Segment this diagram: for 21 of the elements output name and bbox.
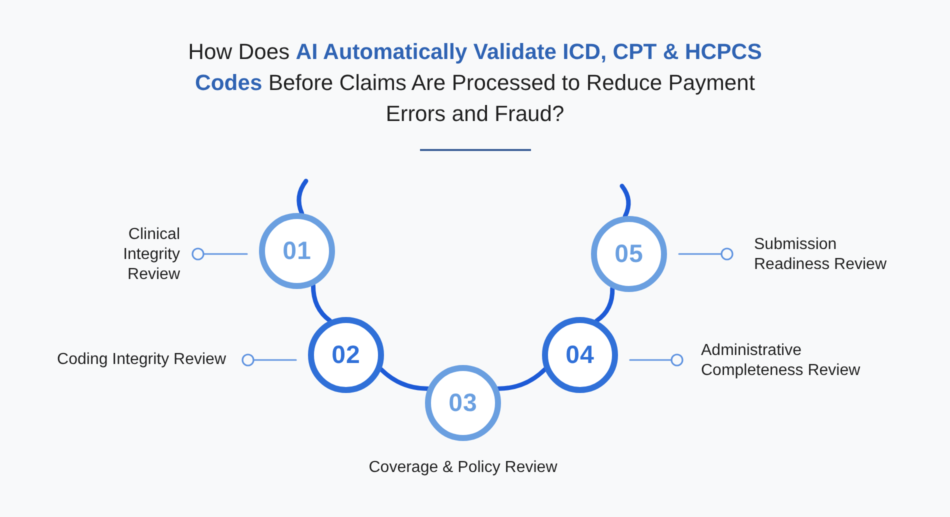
timeline-arc xyxy=(378,367,430,391)
timeline-arc xyxy=(496,367,548,391)
leader-line xyxy=(629,354,684,366)
diagram-title: How Does AI Automatically Validate ICD, CPT & HCPCS Codes Before Claims Are Processed to Reduce Payment Errors and Fraud? xyxy=(187,38,763,128)
step-label: Submission Readiness Review xyxy=(754,235,888,275)
leader-line xyxy=(192,248,248,260)
leader-line xyxy=(678,248,734,260)
step-number: 05 xyxy=(614,240,644,268)
timeline-arc xyxy=(296,178,308,216)
step-number: 01 xyxy=(282,236,312,266)
step-label: Coding Integrity Review xyxy=(57,350,226,370)
step-number: 03 xyxy=(448,388,478,418)
step-number: 04 xyxy=(566,340,594,370)
timeline-arc xyxy=(620,184,631,218)
step-label: Administrative Completeness Review xyxy=(701,341,862,381)
timeline-arc xyxy=(310,283,332,323)
step-label: Coverage & Policy Review xyxy=(368,458,558,478)
step-number: 02 xyxy=(332,340,360,370)
leader-line xyxy=(242,354,297,366)
step-label: Clinical Integrity Review xyxy=(122,225,180,285)
timeline-arc xyxy=(594,286,615,324)
